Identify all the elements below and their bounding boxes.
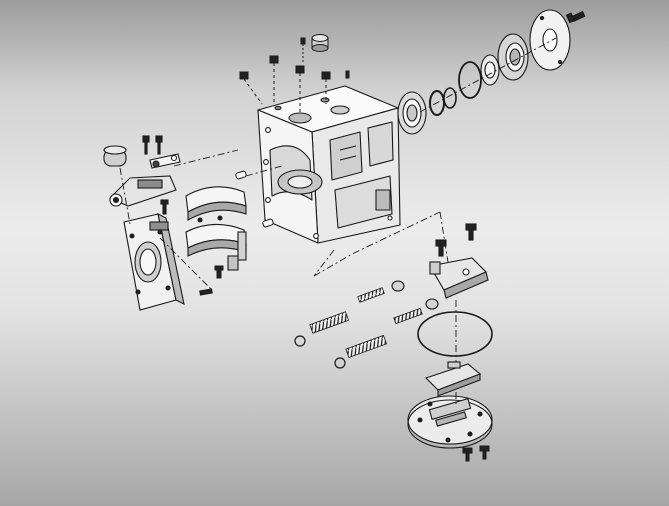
control-springs [294,287,423,369]
vent-plug [311,34,329,52]
assembly-centerlines [119,37,557,404]
slide-plate [424,361,482,397]
cover-o-ring [417,311,493,357]
seal-housing [497,33,529,81]
washer-link [149,153,181,169]
o-ring-large [458,61,482,99]
pivot-bands [185,186,247,271]
spring-2 [309,311,350,334]
spring-4 [345,334,388,359]
screw-tall [300,37,306,64]
end-cover [529,9,571,71]
link-pin-assembly [199,265,224,296]
follower-arm [109,175,177,207]
shaft-seal [480,54,500,86]
housing-dowels [235,170,274,228]
swash-cradle-plate [123,212,185,311]
control-bracket [391,223,489,310]
o-ring-small [443,87,457,109]
main-housing [257,85,401,244]
spring-1 [357,287,385,303]
ball-bearing [397,91,427,135]
top-plugs-and-screws [239,34,350,112]
small-pin [160,199,169,215]
cover-bolts [462,445,490,462]
cam-follower-link [103,135,181,215]
plug-left [239,55,350,80]
bearing-and-seal-stack [397,9,586,135]
link-screws [142,135,163,155]
cover-screw [565,10,586,24]
spring-seats [391,280,439,310]
mushroom-pins [435,223,477,257]
cover-plate [407,395,493,449]
spring-3 [393,307,423,325]
roller [103,145,127,167]
